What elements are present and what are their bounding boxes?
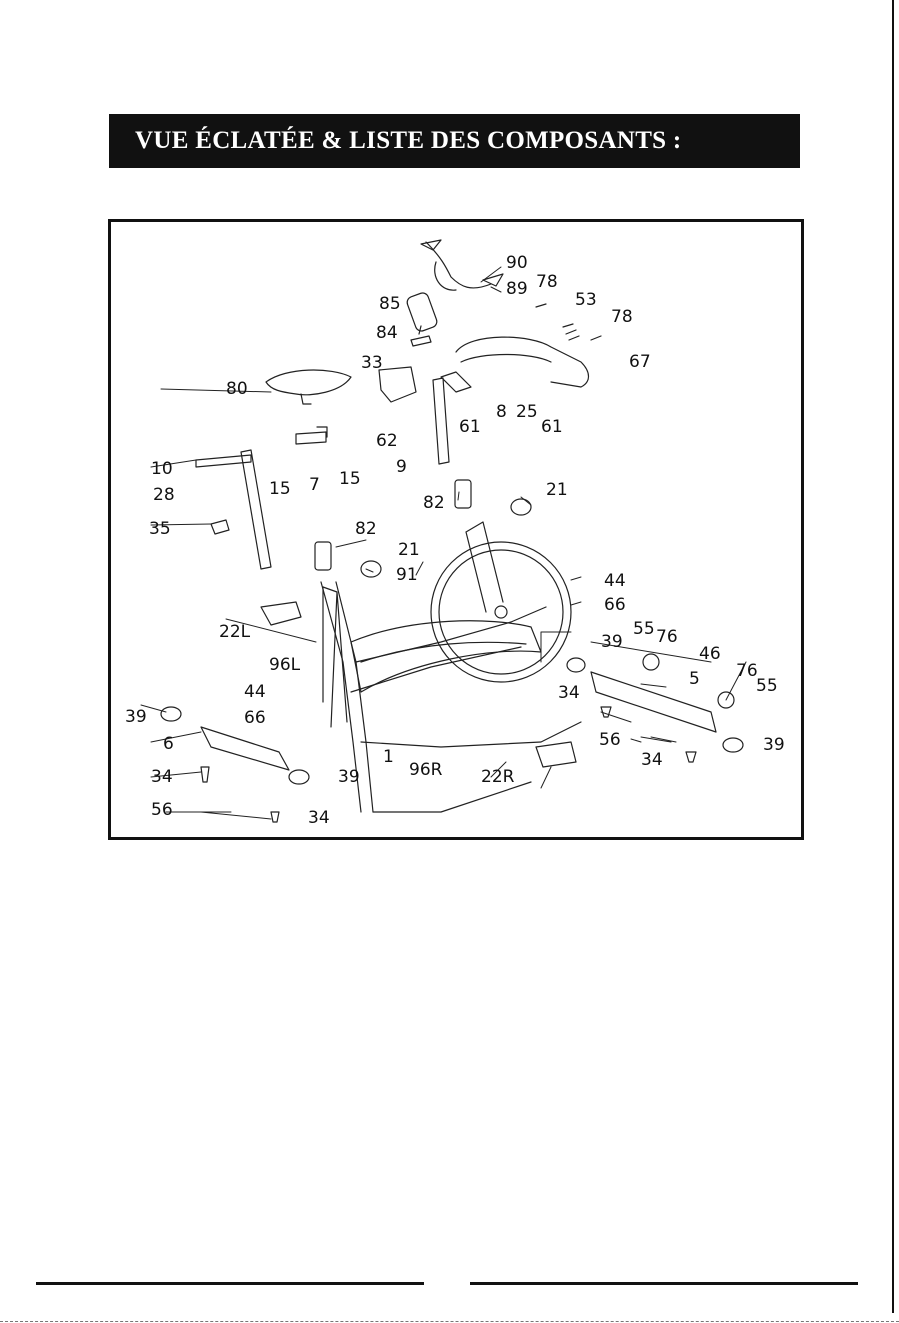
callout-44: 44	[244, 682, 266, 702]
callout-15: 15	[269, 479, 291, 499]
callout-66: 66	[244, 708, 266, 728]
callout-61: 61	[459, 417, 481, 437]
callout-39: 39	[601, 632, 623, 652]
callout-56: 56	[151, 800, 173, 820]
callout-85: 85	[379, 294, 401, 314]
pedal-left	[261, 602, 301, 625]
callout-91: 91	[396, 565, 418, 585]
callout-78: 78	[611, 307, 633, 327]
saddle	[266, 370, 351, 395]
callout-35: 35	[149, 519, 171, 539]
sleeve-82-left	[315, 542, 331, 570]
callout-62: 62	[376, 431, 398, 451]
callout-44: 44	[604, 571, 626, 591]
flywheel-inner	[439, 550, 563, 674]
callout-7: 7	[309, 475, 320, 495]
callout-15: 15	[339, 469, 361, 489]
callout-76: 76	[736, 661, 758, 681]
handlebar-post	[433, 378, 449, 464]
callout-53: 53	[575, 290, 597, 310]
callout-55: 55	[756, 676, 778, 696]
callout-34: 34	[641, 750, 663, 770]
callout-39: 39	[338, 767, 360, 787]
footer-rule-left	[36, 1282, 424, 1285]
footer-rule-right	[470, 1282, 858, 1285]
callout-89: 89	[506, 279, 528, 299]
callout-22R: 22R	[481, 767, 515, 787]
callout-21: 21	[546, 480, 568, 500]
flywheel-outer	[431, 542, 571, 682]
callout-67: 67	[629, 352, 651, 372]
callout-96L: 96L	[269, 655, 301, 675]
console	[406, 291, 439, 332]
exploded-view-drawing: 90 89 78 53 78 67 85 84 33 80 62 8 25 61…	[111, 222, 801, 837]
knob-21-right	[511, 499, 531, 515]
callout-34: 34	[308, 808, 330, 828]
callout-39: 39	[763, 735, 785, 755]
callout-66: 66	[604, 595, 626, 615]
callout-82: 82	[355, 519, 377, 539]
callout-33: 33	[361, 353, 383, 373]
seat-post	[241, 450, 271, 569]
callout-55: 55	[633, 619, 655, 639]
callout-90: 90	[506, 253, 528, 273]
callout-80: 80	[226, 379, 248, 399]
callout-46: 46	[699, 644, 721, 664]
callout-96R: 96R	[409, 760, 443, 780]
front-shroud	[379, 367, 416, 402]
callout-22L: 22L	[219, 622, 251, 642]
section-title: VUE ÉCLATÉE & LISTE DES COMPOSANTS :	[135, 127, 682, 155]
callout-34: 34	[558, 683, 580, 703]
knob-21-left	[361, 561, 381, 577]
main-frame-downtube	[351, 607, 546, 692]
callout-56: 56	[599, 730, 621, 750]
callout-28: 28	[153, 485, 175, 505]
seat-tube	[323, 587, 347, 727]
main-frame-upright	[466, 522, 503, 612]
callout-21: 21	[398, 540, 420, 560]
callout-84: 84	[376, 323, 398, 343]
callout-39: 39	[125, 707, 147, 727]
callout-5: 5	[689, 669, 700, 689]
pulse-sensor-cable	[426, 242, 491, 290]
callout-76: 76	[656, 627, 678, 647]
pedal-right	[536, 742, 576, 767]
exploded-view-diagram: 90 89 78 53 78 67 85 84 33 80 62 8 25 61…	[108, 219, 804, 840]
callout-78: 78	[536, 272, 558, 292]
callout-82: 82	[423, 493, 445, 513]
callout-8: 8	[496, 402, 507, 422]
main-frame-base	[361, 722, 581, 812]
callout-9: 9	[396, 457, 407, 477]
section-title-bar: VUE ÉCLATÉE & LISTE DES COMPOSANTS :	[109, 114, 800, 168]
callout-25: 25	[516, 402, 538, 422]
front-stabilizer	[201, 727, 289, 770]
callout-6: 6	[163, 734, 174, 754]
page-border-right	[892, 0, 894, 1313]
callout-1: 1	[383, 747, 394, 767]
callout-61: 61	[541, 417, 563, 437]
callout-34: 34	[151, 767, 173, 787]
flywheel-hub	[495, 606, 507, 618]
handlebar	[456, 337, 589, 387]
sleeve-82-right	[455, 480, 471, 508]
callout-10: 10	[151, 459, 173, 479]
